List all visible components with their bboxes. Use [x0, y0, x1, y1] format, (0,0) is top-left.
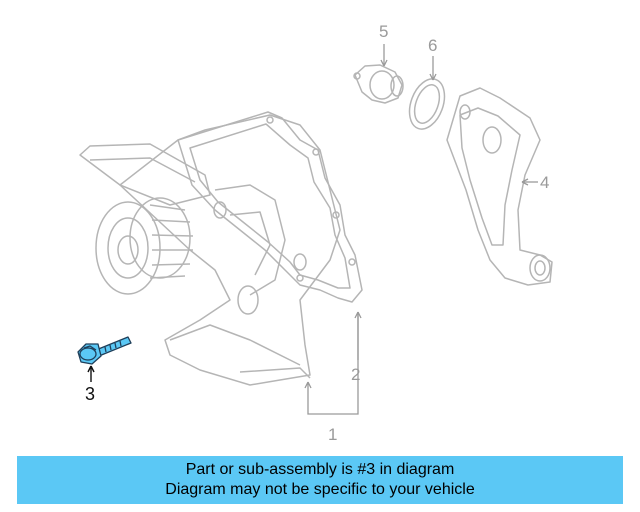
callout-5: 5 [379, 22, 389, 41]
parts-diagram [77, 44, 553, 415]
gasket-part-2 [177, 111, 363, 303]
info-banner: Part or sub-assembly is #3 in diagram Di… [17, 456, 623, 504]
leader-lines [304, 44, 538, 415]
bracket-part-4 [446, 87, 553, 286]
callout-2: 2 [351, 365, 361, 384]
banner-line-2: Diagram may not be specific to your vehi… [165, 481, 475, 498]
thermostat-part-5 [353, 64, 404, 104]
callout-3: 3 [85, 384, 96, 404]
water-pump-part-1 [79, 114, 341, 386]
leader-line-3 [87, 365, 95, 382]
callout-6: 6 [428, 36, 438, 55]
seal-part-6 [408, 78, 446, 130]
bolt-part-3 [77, 336, 132, 365]
callout-4: 4 [540, 173, 550, 192]
banner-line-1: Part or sub-assembly is #3 in diagram [185, 461, 455, 478]
callout-1: 1 [328, 425, 338, 444]
